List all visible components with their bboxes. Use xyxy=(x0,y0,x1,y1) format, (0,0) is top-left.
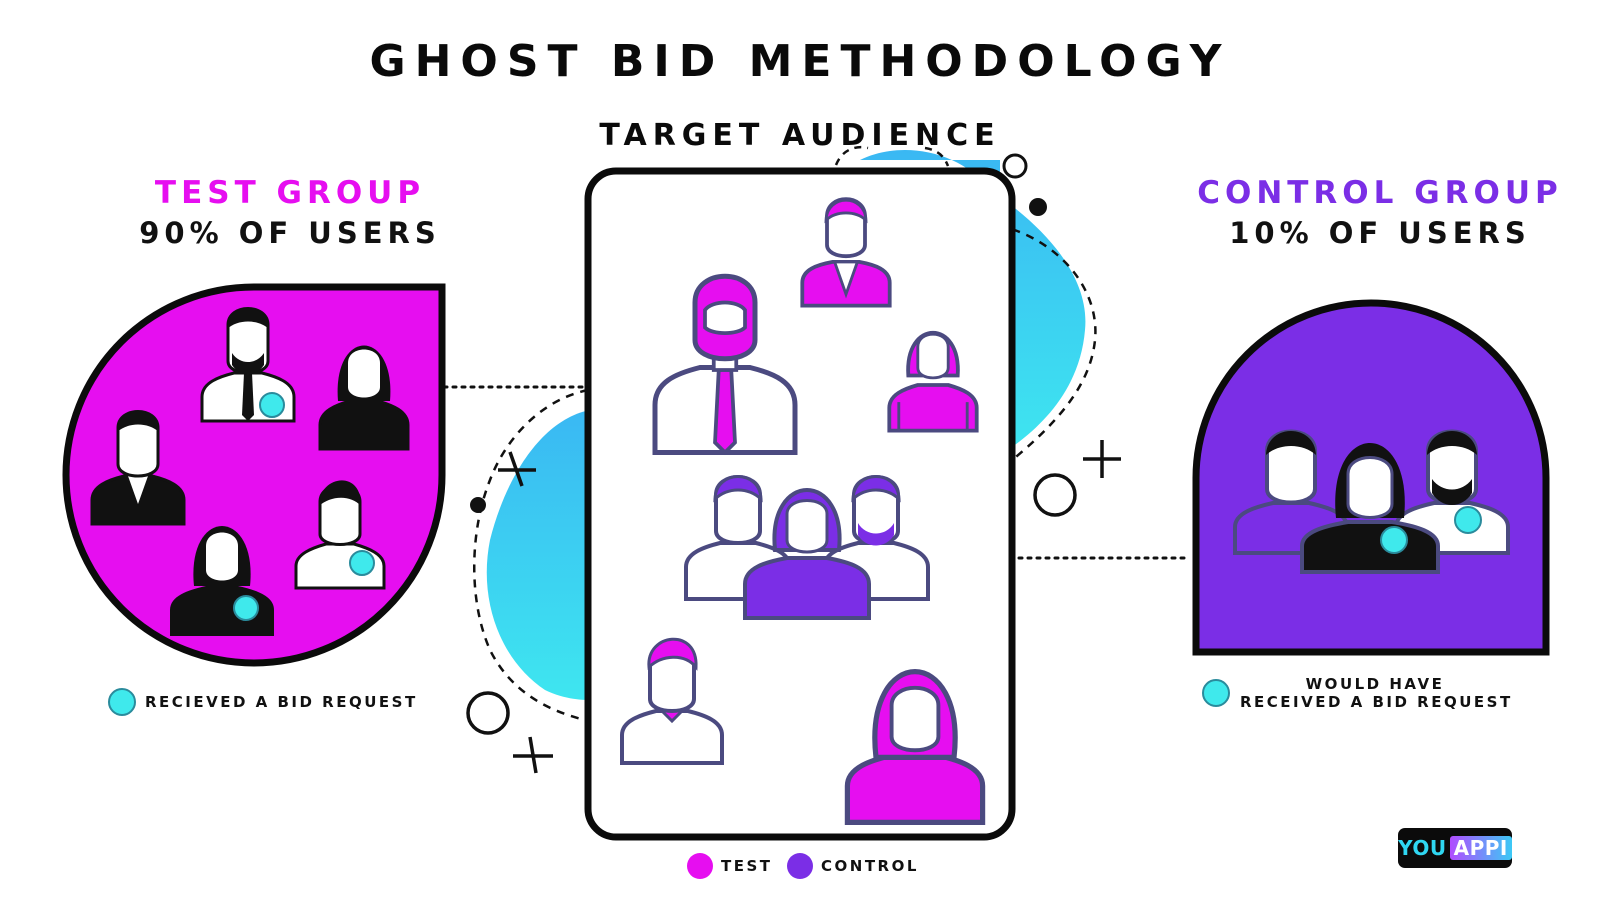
audience-cluster xyxy=(684,475,930,620)
audience-person-man-tie xyxy=(652,273,798,456)
control-bid-badge-2 xyxy=(1454,506,1482,534)
test-bid-badge-1 xyxy=(259,392,285,418)
control-group-note-line1: WOULD HAVE xyxy=(1305,675,1445,693)
logo-right-text: APPI xyxy=(1449,836,1512,860)
legend-test-dot xyxy=(687,853,713,879)
test-group-note: RECIEVED A BID REQUEST xyxy=(145,693,418,711)
target-audience-title: TARGET AUDIENCE xyxy=(599,118,1001,153)
deco-plus-right xyxy=(1083,440,1121,478)
legend-test-label: TEST xyxy=(721,857,773,875)
test-person-left-suit xyxy=(90,410,186,526)
control-group-share: 10% OF USERS xyxy=(1229,216,1531,250)
test-group-title: TEST GROUP xyxy=(154,175,426,211)
control-person-center-woman xyxy=(1300,443,1440,574)
blob-top-right xyxy=(860,150,1086,455)
test-bid-badge-3 xyxy=(233,595,259,621)
blob-left xyxy=(486,410,590,700)
deco-plus-left-top xyxy=(498,451,536,487)
test-bid-badge-2 xyxy=(349,550,375,576)
control-group-title: CONTROL GROUP xyxy=(1197,175,1563,211)
deco-ring-left xyxy=(466,691,510,735)
deco-ring-right xyxy=(1033,473,1077,517)
control-group-note-line2: RECEIVED A BID REQUEST xyxy=(1240,693,1513,711)
legend-control-label: CONTROL xyxy=(821,857,919,875)
control-note-badge-icon xyxy=(1202,679,1230,707)
audience-person-woman-top-right xyxy=(887,330,979,433)
audience-person-woman-bottom-right xyxy=(844,669,986,825)
deco-dot-left xyxy=(470,497,486,513)
control-bid-badge-1 xyxy=(1380,526,1408,554)
page-title: GHOST BID METHODOLOGY xyxy=(369,36,1231,87)
test-person-top-right-woman xyxy=(318,345,410,451)
audience-person-man-suit xyxy=(800,197,892,308)
audience-person-man-bottom-left xyxy=(620,637,724,765)
dashed-swoop-right xyxy=(997,223,1097,471)
legend-control-dot xyxy=(787,853,813,879)
deco-dot-top xyxy=(1029,198,1047,216)
deco-ring-top xyxy=(1002,153,1028,179)
dashed-swoop-top xyxy=(834,146,950,167)
test-note-badge-icon xyxy=(108,688,136,716)
deco-plus-left-bottom xyxy=(513,736,553,774)
youappi-logo: YOU APPI xyxy=(1398,828,1512,868)
logo-left-text: YOU xyxy=(1398,836,1447,860)
test-group-share: 90% OF USERS xyxy=(139,216,441,250)
